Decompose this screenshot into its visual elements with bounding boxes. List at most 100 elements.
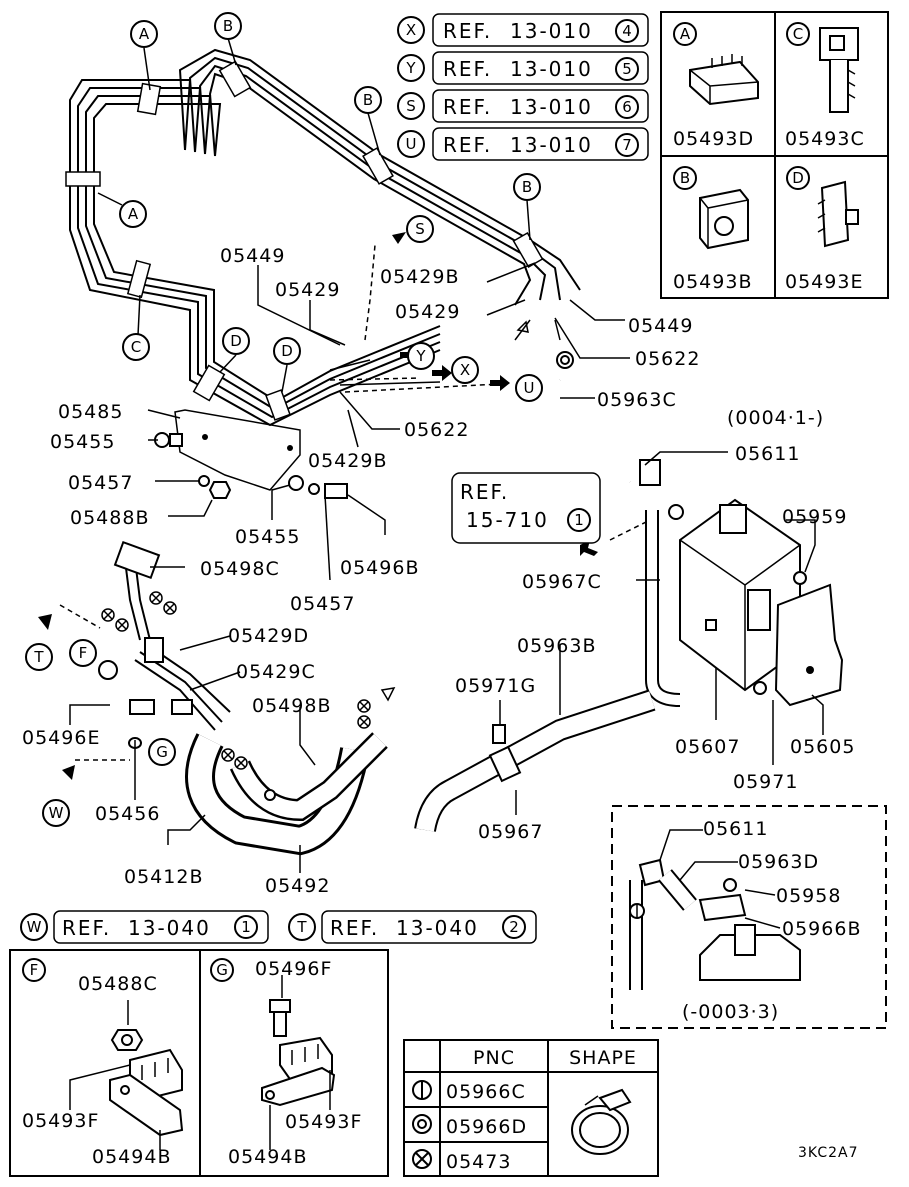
date-range-top: (0004·1-) — [727, 407, 824, 429]
svg-text:13-010: 13-010 — [510, 19, 593, 43]
label-05622-2: 05622 — [404, 419, 469, 441]
label-05605: 05605 — [790, 736, 855, 758]
svg-text:05493F: 05493F — [22, 1110, 99, 1132]
svg-text:REF.: REF. — [62, 916, 111, 940]
double-circle-icon — [412, 1114, 432, 1134]
marker-g: G — [148, 738, 176, 766]
label-05456: 05456 — [95, 803, 160, 825]
label-05412b: 05412B — [124, 866, 203, 888]
label-05496b: 05496B — [340, 557, 419, 579]
svg-text:Y: Y — [405, 59, 416, 77]
svg-text:05966D: 05966D — [446, 1116, 527, 1138]
svg-text:05494B: 05494B — [228, 1146, 307, 1168]
label-05455: 05455 — [50, 431, 115, 453]
pnc-table: PNC SHAPE 05966C 05966D 05473 — [403, 1039, 659, 1177]
clip-c: C 05493C — [785, 22, 864, 150]
svg-text:C: C — [131, 338, 141, 356]
svg-text:D: D — [792, 169, 804, 187]
svg-text:1: 1 — [574, 511, 584, 529]
ref-box-y: Y REF. 13-010 5 — [397, 51, 649, 85]
marker-s: S — [406, 215, 434, 243]
svg-text:05494B: 05494B — [92, 1146, 171, 1168]
marker-w: W — [42, 799, 70, 827]
label-05485: 05485 — [58, 401, 123, 423]
svg-text:05493E: 05493E — [785, 271, 863, 293]
marker-b1: B — [214, 12, 242, 40]
svg-text:C: C — [793, 25, 803, 43]
svg-text:W: W — [27, 918, 42, 936]
svg-text:F: F — [79, 644, 88, 662]
label-05959: 05959 — [782, 506, 847, 528]
svg-text:05493B: 05493B — [673, 271, 752, 293]
circle-markers: A B A C D D B B S Y X U T F G W — [25, 12, 543, 827]
svg-text:05488C: 05488C — [78, 973, 158, 995]
marker-x: X — [451, 356, 479, 384]
svg-text:13-010: 13-010 — [510, 133, 593, 157]
svg-text:05963D: 05963D — [738, 851, 819, 873]
label-05498c: 05498C — [200, 558, 280, 580]
svg-text:1: 1 — [241, 918, 251, 936]
label-05967c: 05967C — [522, 571, 602, 593]
marker-t: T — [25, 643, 53, 671]
shape-header: SHAPE — [569, 1047, 637, 1069]
bundle-clips — [65, 60, 544, 421]
clamp-cross-7 — [357, 699, 371, 713]
svg-text:B: B — [363, 91, 373, 109]
svg-text:05958: 05958 — [776, 885, 841, 907]
svg-text:B: B — [680, 169, 690, 187]
svg-text:G: G — [216, 961, 228, 979]
label-05492: 05492 — [265, 875, 330, 897]
marker-f: F — [69, 639, 97, 667]
svg-text:D: D — [281, 342, 293, 360]
label-05429d: 05429D — [228, 625, 309, 647]
svg-text:D: D — [230, 332, 242, 350]
svg-text:2: 2 — [509, 918, 519, 936]
svg-text:13-040: 13-040 — [128, 916, 211, 940]
svg-text:T: T — [296, 918, 307, 936]
svg-text:7: 7 — [622, 136, 632, 154]
leader-lines — [69, 37, 824, 873]
label-05963b: 05963B — [517, 635, 596, 657]
label-05457-2: 05457 — [290, 593, 355, 615]
svg-text:5: 5 — [622, 60, 632, 78]
svg-text:S: S — [415, 220, 425, 238]
label-05429: 05429 — [275, 279, 340, 301]
ref-box-x: X REF. 13-010 4 — [397, 13, 649, 47]
ref-boxes-top: X REF. 13-010 4 Y REF. 13-010 5 S REF. 1… — [397, 13, 649, 161]
label-05429c: 05429C — [236, 661, 316, 683]
hose-clamp-shape-icon — [571, 1088, 632, 1155]
label-05498b: 05498B — [252, 695, 331, 717]
svg-text:W: W — [49, 804, 64, 822]
svg-text:A: A — [680, 25, 691, 43]
label-05429b: 05429B — [380, 266, 459, 288]
svg-text:13-010: 13-010 — [510, 95, 593, 119]
svg-text:S: S — [406, 97, 416, 115]
svg-text:T: T — [33, 648, 44, 666]
ref-boxes-bottom: W REF. 13-040 1 T REF. 13-040 2 — [20, 910, 537, 944]
detail-f-g-panel: F 05488C 05493F 05494B G 05496F — [9, 949, 389, 1177]
marker-u: U — [515, 374, 543, 402]
marker-b3: B — [513, 173, 541, 201]
vapor-canister-assembly — [414, 319, 844, 833]
label-05455-2: 05455 — [235, 526, 300, 548]
svg-text:05966B: 05966B — [782, 918, 861, 940]
svg-text:A: A — [128, 205, 139, 223]
clamp-cross-2 — [163, 601, 177, 615]
svg-text:X: X — [460, 361, 470, 379]
svg-text:05966C: 05966C — [446, 1081, 526, 1103]
svg-text:B: B — [223, 17, 233, 35]
marker-a2: A — [119, 200, 147, 228]
svg-text:13-040: 13-040 — [396, 916, 479, 940]
svg-text:REF.: REF. — [443, 19, 492, 43]
label-05971: 05971 — [733, 771, 798, 793]
svg-text:05496F: 05496F — [255, 958, 332, 980]
circle-cross-icon — [412, 1149, 432, 1169]
label-05967: 05967 — [478, 821, 543, 843]
clip-a: A 05493D — [673, 22, 759, 150]
svg-text:05473: 05473 — [446, 1151, 511, 1173]
svg-text:Y: Y — [415, 347, 426, 365]
svg-text:05493D: 05493D — [673, 128, 754, 150]
svg-text:G: G — [156, 743, 168, 761]
label-05963c: 05963C — [597, 389, 677, 411]
marker-y: Y — [407, 342, 435, 370]
